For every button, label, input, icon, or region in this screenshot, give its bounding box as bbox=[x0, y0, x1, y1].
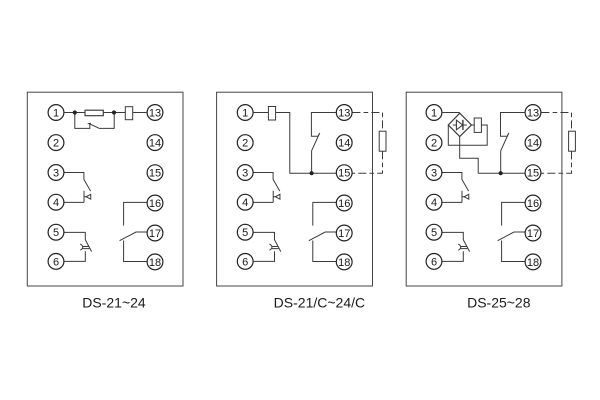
svg-text:DS-21~24: DS-21~24 bbox=[82, 295, 146, 311]
svg-text:DS-25~28: DS-25~28 bbox=[467, 295, 531, 311]
svg-text:DS-21/C~24/C: DS-21/C~24/C bbox=[274, 295, 365, 311]
